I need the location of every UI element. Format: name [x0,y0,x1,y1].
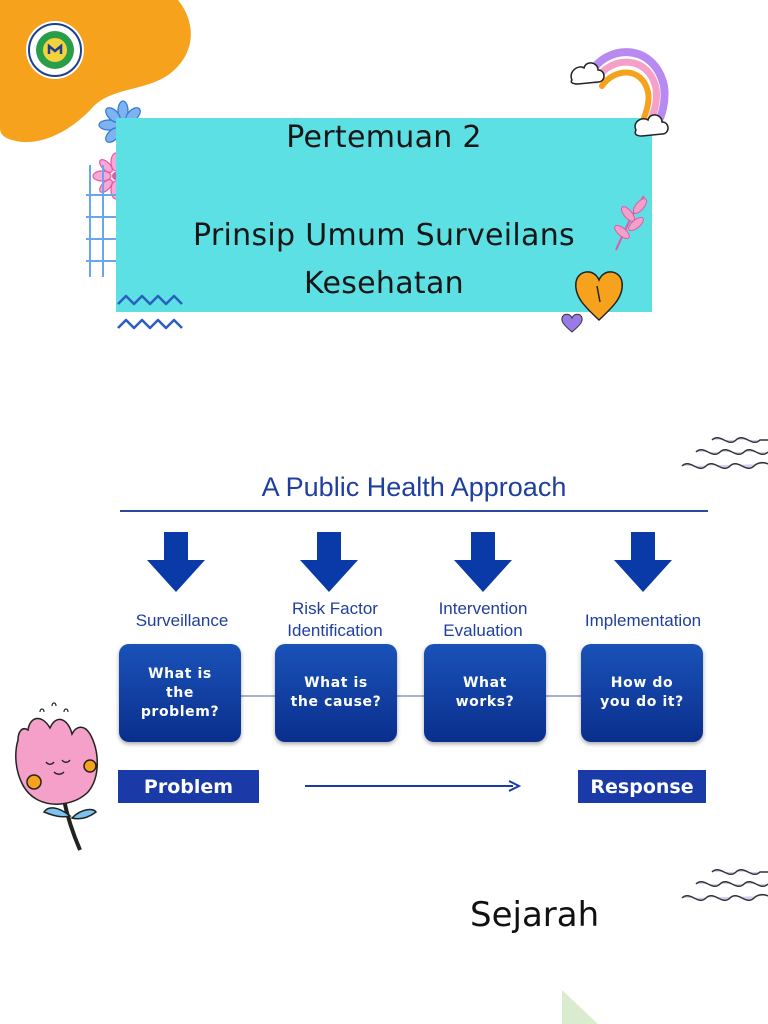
rainbow-icon [570,48,669,137]
down-arrow-icon [454,532,512,592]
response-tag: Response [578,770,706,803]
university-logo [26,21,84,79]
slide-title-line1: Pertemuan 2 [286,120,482,155]
title-divider [120,510,708,512]
wave-lines-decoration [681,437,768,469]
down-arrow-icon [300,532,358,592]
zigzag-decoration [117,294,183,330]
question-box: How do you do it? [581,644,703,742]
slide-title-line2: Prinsip Umum Surveilans [193,218,575,253]
pink-flower-character-icon [15,702,98,851]
title-box: Pertemuan 2 Prinsip Umum Surveilans Kese… [116,118,652,312]
orange-heart-icon [575,271,623,322]
step-label-surveillance: Surveillance [135,611,229,630]
footer-text: Sejarah [470,895,600,935]
problem-tag: Problem [118,770,259,803]
leaf-sprig-icon [614,195,648,251]
purple-heart-icon [561,313,583,333]
diagram-title: A Public Health Approach [261,472,567,502]
wave-lines-decoration-lower [681,869,768,901]
grid-lines-decoration [86,165,120,277]
step-label-implementation: Implementation [584,611,702,630]
step-connector-line [230,695,590,697]
down-arrow-icon [147,532,205,592]
question-box: What is the problem? [119,644,241,742]
green-triangle-decoration [562,990,598,1024]
step-label-risk-factor: Risk Factor Identification [287,599,383,640]
down-arrow-icon [614,532,672,592]
right-arrow-line [305,780,522,792]
slide-title-line3: Kesehatan [304,266,464,301]
question-box: What works? [424,644,546,742]
question-box: What is the cause? [275,644,397,742]
step-label-intervention: Intervention Evaluation [438,599,528,640]
